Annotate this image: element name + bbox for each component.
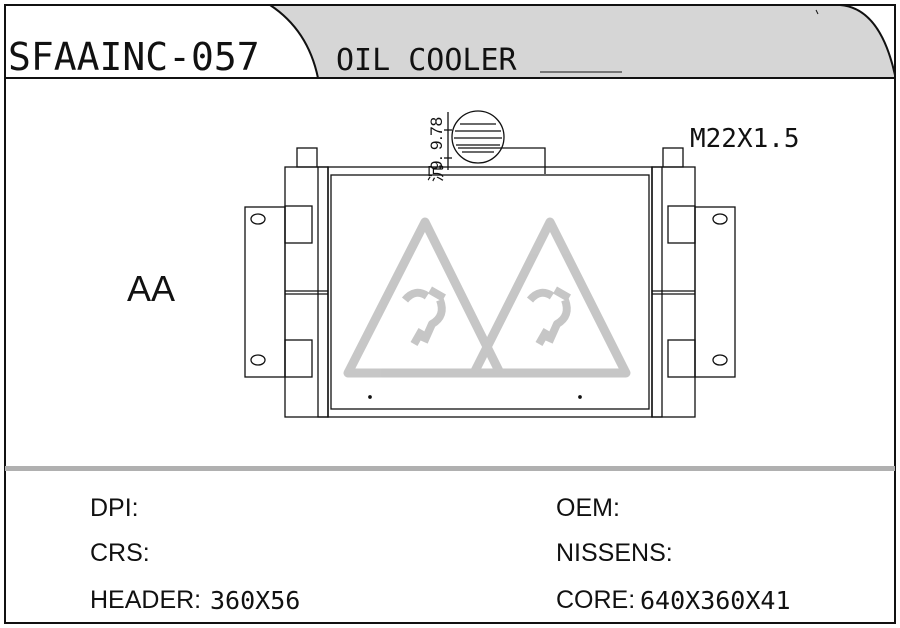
- thread-spec: M22X1.5: [690, 124, 800, 154]
- left-pipe: [296, 147, 318, 168]
- view-label: AA: [127, 268, 175, 309]
- cooler-core-inner: [330, 174, 650, 410]
- right-bracket-hole-bottom: [712, 354, 728, 366]
- port-dimension-a: 9.78: [427, 117, 446, 150]
- port-dimension-b: 9.: [427, 156, 446, 170]
- left-bracket: [244, 206, 286, 378]
- left-tank-strip: [317, 166, 329, 418]
- port-detail-circle: [451, 110, 505, 164]
- tab-tick: [815, 9, 819, 15]
- watermark-wrench-left: [401, 286, 446, 346]
- watermark-triangle-left: [343, 217, 505, 378]
- core-mark-right: [578, 395, 582, 399]
- sheet-border: [4, 4, 896, 624]
- dpi-label: DPI:: [90, 494, 139, 522]
- right-bracket-hole-top: [712, 213, 728, 225]
- title-tab: [266, 4, 896, 79]
- left-bracket-hole-top: [250, 213, 266, 225]
- core-mark-left: [368, 395, 372, 399]
- right-bracket: [694, 206, 736, 378]
- info-divider: [5, 466, 895, 471]
- header-label: HEADER:: [90, 586, 201, 614]
- core-label: CORE:: [556, 586, 635, 614]
- left-bracket-hole-bottom: [250, 354, 266, 366]
- watermark-logo: [343, 217, 631, 378]
- port-leader: [458, 147, 546, 174]
- right-pipe: [662, 147, 684, 168]
- watermark-wrench-right: [526, 286, 571, 346]
- watermark-triangle-right: [469, 217, 631, 378]
- nissens-label: NISSENS:: [556, 539, 673, 567]
- part-name: OIL COOLER: [336, 43, 518, 78]
- core-value: 640X360X41: [640, 586, 791, 615]
- crs-label: CRS:: [90, 539, 150, 567]
- header-value: 360X56: [210, 586, 300, 615]
- right-tank-strip: [651, 166, 663, 418]
- port-dimension-prefix: 沉: [427, 165, 446, 182]
- cooler-drawing: [244, 110, 736, 418]
- part-code: SFAAINC-057: [8, 35, 260, 79]
- oem-label: OEM:: [556, 494, 620, 522]
